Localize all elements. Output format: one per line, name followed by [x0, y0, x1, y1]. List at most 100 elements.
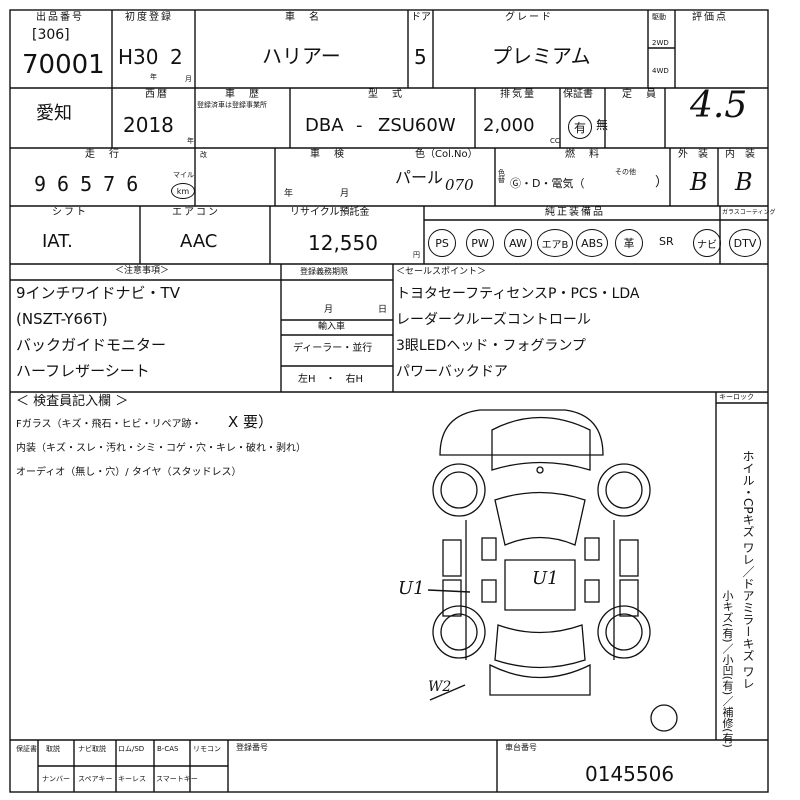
footer-item: ナビ取説 — [78, 745, 106, 753]
equip-pw: PW — [466, 229, 494, 257]
history-note: 登録済車は登録事業所 — [197, 101, 267, 109]
inspection-month: 月 — [340, 189, 350, 199]
reg-year-unit: 年 — [150, 73, 157, 81]
displacement: 2,000 — [483, 115, 535, 136]
note-line: (NSZT-Y66T) — [16, 310, 108, 328]
exterior-label: 外 装 — [678, 149, 708, 160]
model-year: 2018 — [123, 113, 174, 137]
year-label: 西暦 — [145, 89, 169, 100]
note-line: バックガイドモニター — [16, 336, 167, 354]
equip-airbag: エアB — [537, 229, 573, 257]
interior-grade: B — [735, 168, 753, 196]
chassis-label: 車台番号 — [505, 743, 537, 752]
inspector-interior: 内装（キズ・スレ・汚れ・シミ・コゲ・穴・キレ・破れ・剥れ） — [16, 443, 306, 454]
capacity-label: 定 員 — [622, 89, 658, 100]
history-label: 車 歴 — [225, 89, 261, 100]
damage-mark: U1 — [398, 578, 425, 599]
inspection-label: 車 検 — [310, 149, 346, 160]
footer-item: 取説 — [46, 745, 60, 753]
recycle-label: リサイクル預託金 — [290, 207, 370, 218]
mileage-mile: マイル — [173, 171, 194, 179]
import-value: ディーラー・並行 — [293, 343, 373, 354]
fuel-options: Ⓖ・D・電気（ — [510, 177, 585, 190]
damage-mark: U1 — [532, 568, 559, 589]
warranty-no: 無 — [596, 118, 609, 132]
drive-2wd: 2WD — [652, 39, 669, 47]
equip-aw: AW — [504, 229, 532, 257]
color-code: 070 — [445, 176, 474, 194]
inspector-glass: Fガラス（キズ・飛石・ヒビ・リペア跡・ — [16, 419, 202, 430]
first-reg-label: 初度登録 — [125, 12, 173, 23]
inspection-year: 年 — [284, 189, 294, 199]
registration-month: 月 — [324, 305, 334, 315]
model-code: ZSU60W — [378, 115, 456, 136]
year-unit: 年 — [187, 137, 194, 145]
drive-label: 駆動 — [652, 13, 666, 21]
steering-side: 左H ・ 右H — [298, 374, 364, 385]
mileage-km: km — [171, 183, 195, 199]
car-name-label: 車 名 — [285, 12, 321, 23]
cc-label: 排気量 — [500, 89, 536, 100]
reg-month: 2 — [170, 45, 183, 69]
odo-label: 改 — [200, 151, 207, 159]
equip-navi: ナビ — [693, 229, 721, 257]
yen-unit: 円 — [413, 251, 420, 259]
registration-day: 日 — [378, 305, 388, 315]
grade-value: プレミアム — [492, 44, 591, 68]
score-value: 4.5 — [690, 85, 748, 126]
import-label: 輸入車 — [318, 322, 346, 332]
sales-label: ＜セールスポイント＞ — [396, 267, 487, 277]
ac-label: エアコン — [172, 207, 220, 218]
exterior-grade: B — [690, 168, 708, 196]
warranty-yes: 有 — [568, 115, 592, 139]
drive-4wd: 4WD — [652, 67, 669, 75]
sales-line: 3眼LEDヘッド・フォグランプ — [396, 338, 586, 354]
inspector-label: ＜ 検査員記入欄 ＞ — [16, 394, 129, 409]
equip-label: 純正装備品 — [545, 207, 605, 218]
inspector-audio: オーディオ（無し・穴）/ タイヤ（スタッドレス） — [16, 467, 242, 478]
reg-month-unit: 月 — [185, 75, 192, 83]
damage-mark: W2 — [428, 679, 452, 695]
car-diagram — [427, 409, 678, 732]
wheel-mirror-note: ホイル・CPキズ ワレ／ドアミラーキズ ワレ — [741, 450, 755, 690]
model-dash: - — [356, 115, 363, 136]
equip-leather: 革 — [615, 229, 643, 257]
footer-item: スペアキー — [78, 775, 113, 783]
lot-label: 出品番号 — [36, 12, 84, 23]
lot-number: 70001 — [22, 50, 105, 80]
keylock-label: キーロック — [719, 393, 754, 401]
color-label: 色（Col.No） — [415, 149, 478, 160]
registration-deadline-label: 登録義務期限 — [300, 267, 348, 276]
grade-label: グレード — [505, 12, 553, 23]
warranty-label: 保証書 — [563, 89, 593, 100]
model-label: 型 式 — [368, 89, 404, 100]
footer-item: ナンバー — [42, 775, 70, 783]
equip-abs: ABS — [576, 229, 608, 257]
note-line: ハーフレザーシート — [16, 362, 150, 380]
footer-item: スマートキー — [156, 775, 198, 783]
footer-item: キーレス — [118, 775, 146, 783]
equip-sunroof: SR — [659, 235, 674, 248]
notes-label: ＜注意事項＞ — [115, 266, 170, 276]
fuel-other: その他 — [615, 168, 636, 176]
sales-line: トヨタセーフティセンスP・PCS・LDA — [396, 286, 640, 302]
ac-value: AAC — [180, 231, 218, 252]
footer-item: リモコン — [193, 745, 221, 753]
shift-value: IAT. — [42, 231, 73, 252]
equip-dtv: DTV — [729, 229, 761, 257]
color-name: パール — [395, 168, 444, 187]
sales-line: パワーバックドア — [396, 364, 508, 380]
reg-era: H30 — [118, 45, 159, 69]
model-prefix: DBA — [305, 115, 344, 136]
lot-bracket: [306] — [32, 27, 70, 43]
score-label: 評価点 — [692, 12, 728, 23]
shift-label: シフト — [52, 207, 88, 218]
mileage-label: 走 行 — [85, 149, 121, 160]
door-count: 5 — [414, 45, 427, 69]
mileage-digits: 96576 — [34, 172, 150, 196]
cc-unit: CC — [550, 137, 560, 145]
recycle-fee: 12,550 — [308, 231, 378, 255]
equip-ps: PS — [428, 229, 456, 257]
note-line: 9インチワイドナビ・TV — [16, 284, 180, 302]
